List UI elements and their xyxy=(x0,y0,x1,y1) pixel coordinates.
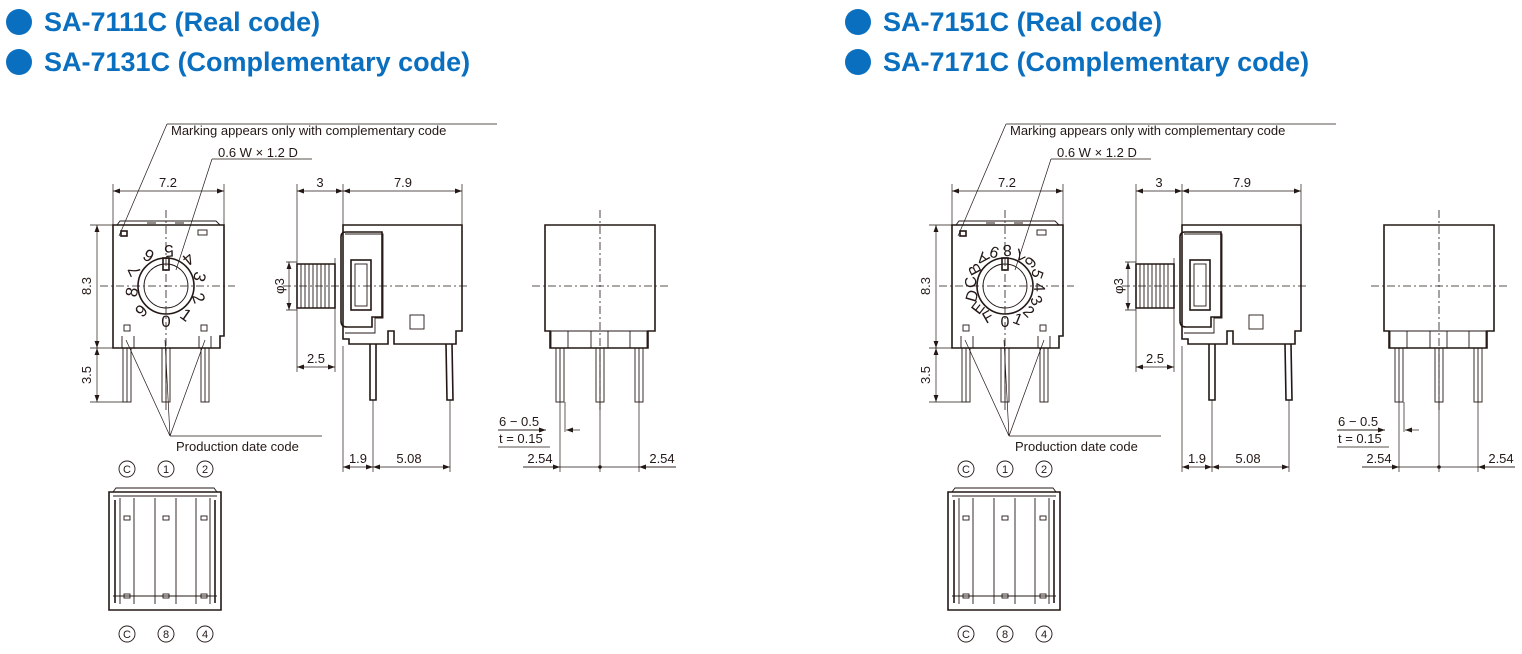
dial-digit: 0 xyxy=(1001,314,1010,331)
bullet-icon xyxy=(6,49,32,75)
heading-text: SA-7111C (Real code) xyxy=(44,6,321,37)
pin-label: 4 xyxy=(1041,629,1047,641)
panel-headings-left: SA-7111C (Real code) SA-7131C (Complemen… xyxy=(6,2,470,82)
dial-digit: C xyxy=(963,276,981,289)
body-depth-dimension: 7.9 xyxy=(394,175,412,190)
pin-label: 4 xyxy=(202,629,208,641)
bullet-icon xyxy=(845,9,871,35)
width-dimension: 7.2 xyxy=(159,175,177,190)
dial-digit: 4 xyxy=(178,248,197,269)
shaft-length-dimension: 3 xyxy=(1155,175,1162,190)
dial-digit: 5 xyxy=(164,241,175,261)
heading-text: SA-7131C (Complementary code) xyxy=(44,46,471,77)
dial-digit: 8 xyxy=(1002,241,1012,259)
pin-size-label: 6 − 0.5 xyxy=(499,414,539,429)
shaft-offset-dimension: 2.5 xyxy=(1146,351,1164,366)
model-heading: SA-7131C (Complementary code) xyxy=(6,42,470,82)
bullet-icon xyxy=(845,49,871,75)
production-code-label: Production date code xyxy=(1015,439,1138,454)
shaft-diameter-dimension: φ3 xyxy=(272,278,287,294)
heading-text: SA-7151C (Real code) xyxy=(883,6,1163,37)
height-dimension: 8.3 xyxy=(918,277,933,295)
pin-size-label: 6 − 0.5 xyxy=(1338,414,1378,429)
pin-offset-dimension: 1.9 xyxy=(349,451,367,466)
pin-thickness-label: t = 0.15 xyxy=(1338,431,1382,446)
production-code-label: Production date code xyxy=(176,439,299,454)
pin-label: 8 xyxy=(163,629,169,641)
dial-digit: 1 xyxy=(176,305,195,326)
pin-label: C xyxy=(123,464,131,476)
width-dimension: 7.2 xyxy=(998,175,1016,190)
dial-digit: D xyxy=(963,288,983,304)
model-heading: SA-7151C (Real code) xyxy=(845,2,1309,42)
dial-digit: 8 xyxy=(122,286,142,299)
heading-text: SA-7171C (Complementary code) xyxy=(883,46,1310,77)
pin-label: 1 xyxy=(1002,464,1008,476)
dial-digit: 2 xyxy=(188,290,209,305)
dial-digit: 3 xyxy=(189,270,210,284)
shaft-length-dimension: 3 xyxy=(316,175,323,190)
shaft-diameter-dimension: φ3 xyxy=(1111,278,1126,294)
model-heading: SA-7111C (Real code) xyxy=(6,2,470,42)
pitch-right-dimension: 2.54 xyxy=(1488,451,1513,466)
dial-digit: 7 xyxy=(124,263,145,280)
pin-span-dimension: 5.08 xyxy=(396,451,421,466)
dial-digit: F xyxy=(980,308,997,328)
dial-digit: 4 xyxy=(1030,283,1047,293)
pin-thickness-label: t = 0.15 xyxy=(499,431,543,446)
pin-offset-dimension: 1.9 xyxy=(1188,451,1206,466)
pitch-left-dimension: 2.54 xyxy=(527,451,552,466)
pin-label: C xyxy=(962,464,970,476)
pin-length-dimension: 3.5 xyxy=(918,366,933,384)
pin-label: 2 xyxy=(1041,464,1047,476)
pin-label: 8 xyxy=(1002,629,1008,641)
shaft-offset-dimension: 2.5 xyxy=(307,351,325,366)
height-dimension: 8.3 xyxy=(79,277,94,295)
panel-headings-right: SA-7151C (Real code) SA-7171C (Complemen… xyxy=(845,2,1309,82)
model-heading: SA-7171C (Complementary code) xyxy=(845,42,1309,82)
dial-digit: 3 xyxy=(1026,293,1045,308)
body-depth-dimension: 7.9 xyxy=(1233,175,1251,190)
marking-note: Marking appears only with complementary … xyxy=(171,123,446,138)
marking-note: Marking appears only with complementary … xyxy=(1010,123,1285,138)
pin-label: 2 xyxy=(202,464,208,476)
pin-length-dimension: 3.5 xyxy=(79,366,94,384)
pin-label: C xyxy=(123,629,131,641)
dial-digit: 9 xyxy=(132,301,152,321)
pin-label: C xyxy=(962,629,970,641)
pin-span-dimension: 5.08 xyxy=(1235,451,1260,466)
dial-digit: 0 xyxy=(161,312,170,331)
bullet-icon xyxy=(6,9,32,35)
dial-digit: 5 xyxy=(1027,266,1046,280)
slot-size-label: 0.6 W × 1.2 D xyxy=(218,145,298,160)
slot-size-label: 0.6 W × 1.2 D xyxy=(1057,145,1137,160)
pitch-left-dimension: 2.54 xyxy=(1366,451,1391,466)
pin-label: 1 xyxy=(163,464,169,476)
dial-digit: 6 xyxy=(140,245,158,266)
pitch-right-dimension: 2.54 xyxy=(649,451,674,466)
